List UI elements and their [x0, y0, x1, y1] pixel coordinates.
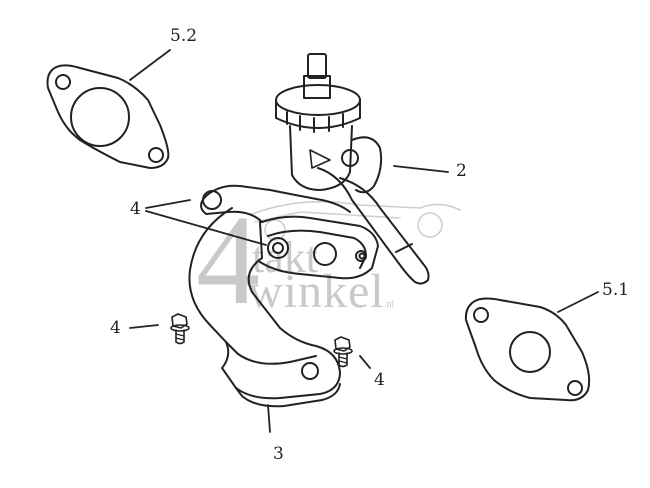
- callout-2: 2: [456, 161, 467, 181]
- leader-3: [267, 404, 271, 433]
- leader-4-right: [359, 355, 371, 369]
- callout-5-2: 5.2: [170, 26, 198, 46]
- leader-2: [393, 165, 449, 173]
- callout-3: 3: [273, 444, 284, 464]
- leader-4-left: [129, 324, 159, 329]
- watermark-tld: .nl: [384, 299, 395, 310]
- callout-4-left: 4: [110, 318, 121, 338]
- leader-5-1: [557, 291, 599, 313]
- carburetor: [200, 53, 430, 285]
- gasket-lower: [464, 297, 591, 402]
- gasket-upper: [46, 64, 170, 169]
- bolt-left: [170, 313, 190, 345]
- callout-4-upper: 4: [130, 199, 141, 219]
- callout-4-right: 4: [374, 370, 385, 390]
- leader-4-upper-a: [145, 199, 191, 209]
- callout-5-1: 5.1: [602, 280, 630, 300]
- bolt-right: [333, 336, 353, 368]
- leader-4-upper-b: [145, 210, 267, 246]
- watermark-digit: 4: [196, 189, 260, 331]
- watermark-motorcycle-icon: [249, 200, 461, 241]
- intake-manifold: [188, 207, 341, 408]
- leader-5-2: [129, 49, 171, 81]
